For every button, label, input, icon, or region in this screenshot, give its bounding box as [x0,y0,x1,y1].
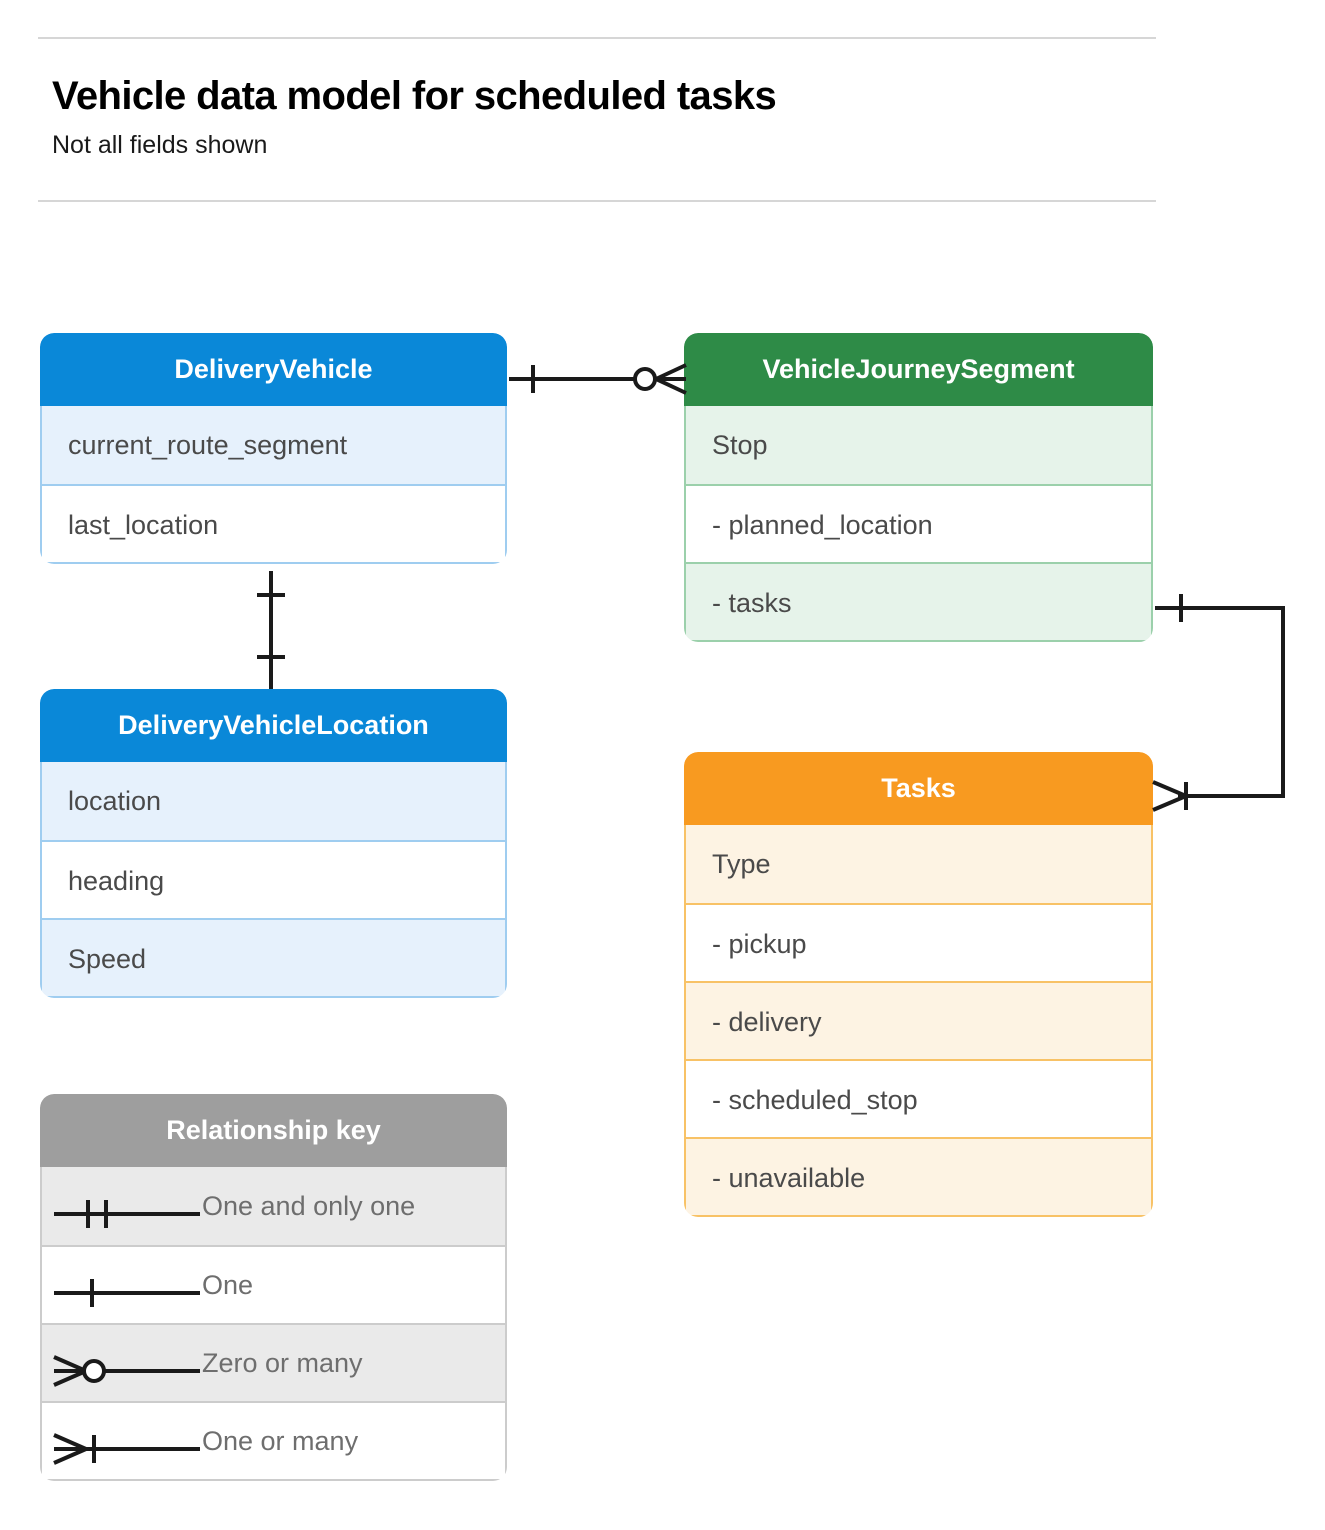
legend-relationship-key: Relationship key One and only one [40,1094,507,1481]
legend-item-one-and-only-one: One and only one [42,1167,505,1245]
page-subtitle: Not all fields shown [52,131,268,159]
entity-tasks[interactable]: Tasks Type - pickup - delivery - schedul… [684,752,1153,1217]
field-row[interactable]: - tasks [686,562,1151,640]
field-row[interactable]: - delivery [686,981,1151,1059]
entity-header-delivery-vehicle-location: DeliveryVehicleLocation [40,689,507,762]
field-row[interactable]: current_route_segment [42,406,505,484]
page-title: Vehicle data model for scheduled tasks [52,74,777,118]
connector-delivery-vehicle-to-journey-segment [509,363,687,395]
entity-fields-delivery-vehicle-location: location heading Speed [40,762,507,998]
entity-header-tasks: Tasks [684,752,1153,825]
legend-title: Relationship key [40,1094,507,1167]
entity-header-delivery-vehicle: DeliveryVehicle [40,333,507,406]
field-row[interactable]: last_location [42,484,505,562]
legend-item-label: Zero or many [202,1348,363,1378]
entity-delivery-vehicle-location[interactable]: DeliveryVehicleLocation location heading… [40,689,507,998]
zero-or-many-symbol [52,1343,202,1387]
entity-header-vehicle-journey-segment: VehicleJourneySegment [684,333,1153,406]
legend-item-one: One [42,1245,505,1323]
field-row[interactable]: Speed [42,918,505,996]
entity-vehicle-journey-segment[interactable]: VehicleJourneySegment Stop - planned_loc… [684,333,1153,642]
legend-item-label: One [202,1270,254,1300]
entity-fields-tasks: Type - pickup - delivery - scheduled_sto… [684,825,1153,1217]
one-or-many-symbol [52,1421,202,1465]
header-divider-bottom [38,200,1156,202]
header-divider-top [38,37,1156,39]
field-row[interactable]: - unavailable [686,1137,1151,1215]
field-row[interactable]: - pickup [686,903,1151,981]
legend-item-label: One and only one [202,1191,416,1221]
legend-item-label: One or many [202,1426,359,1456]
one-and-only-one-symbol [52,1186,202,1228]
field-row[interactable]: heading [42,840,505,918]
legend-item-one-or-many: One or many [42,1401,505,1479]
connector-delivery-vehicle-to-vehicle-location [257,571,285,689]
field-row[interactable]: Type [686,825,1151,903]
entity-delivery-vehicle[interactable]: DeliveryVehicle current_route_segment la… [40,333,507,564]
entity-fields-delivery-vehicle: current_route_segment last_location [40,406,507,564]
field-row[interactable]: location [42,762,505,840]
field-row[interactable]: - planned_location [686,484,1151,562]
connector-journey-segment-tasks-to-tasks [1152,594,1285,812]
entity-fields-vehicle-journey-segment: Stop - planned_location - tasks [684,406,1153,642]
field-row[interactable]: Stop [686,406,1151,484]
field-row[interactable]: - scheduled_stop [686,1059,1151,1137]
legend-rows: One and only one One [40,1167,507,1481]
one-symbol [52,1265,202,1307]
legend-item-zero-or-many: Zero or many [42,1323,505,1401]
